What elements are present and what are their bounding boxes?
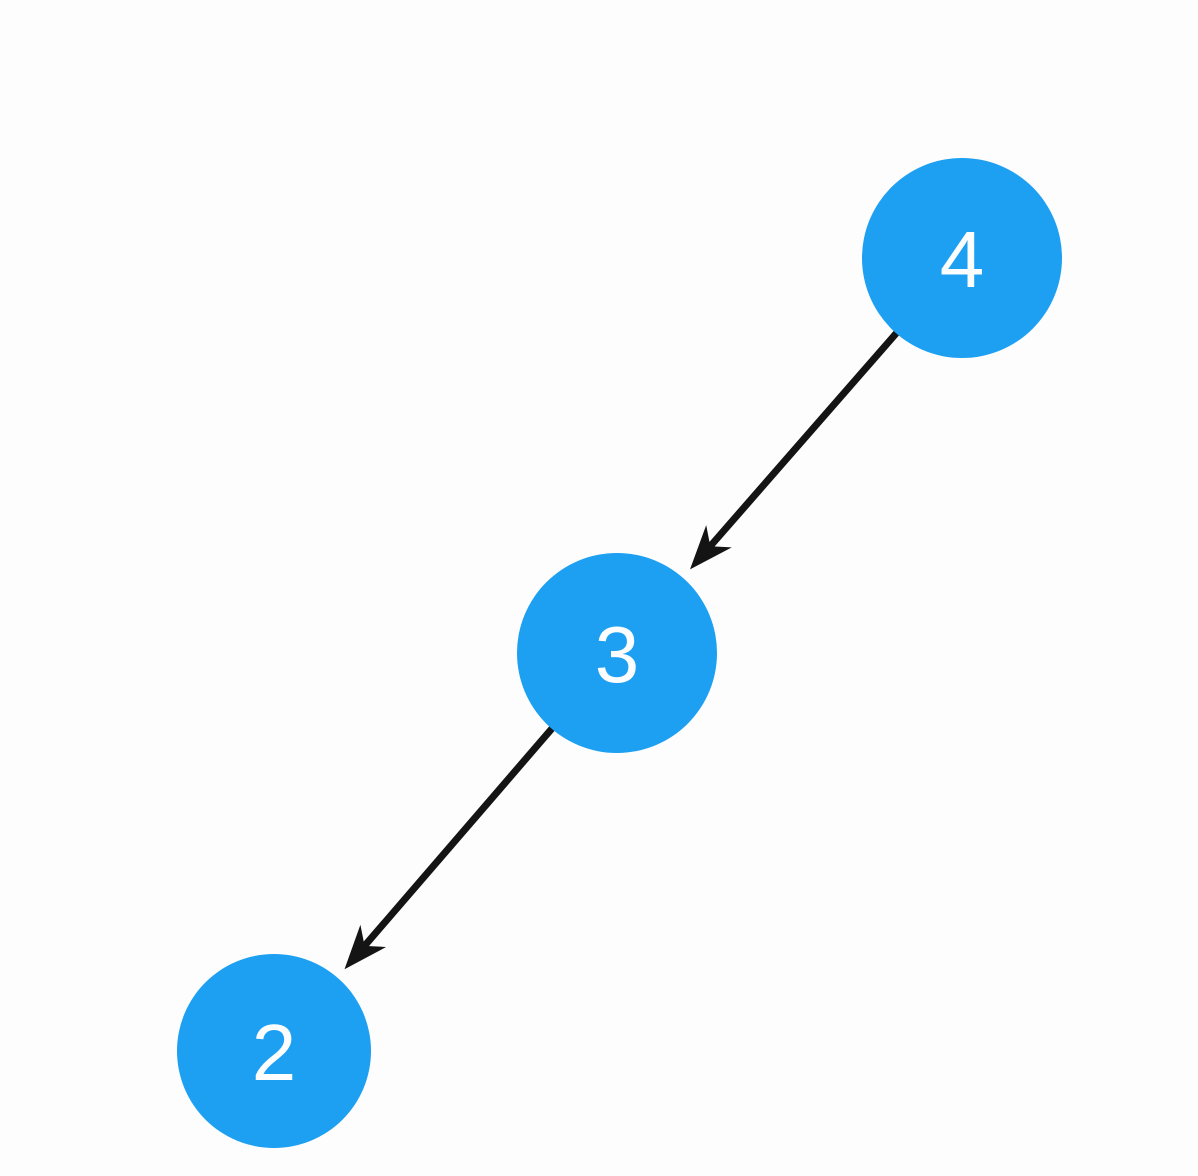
node-label: 4: [940, 215, 985, 304]
arrowhead-icon: [344, 924, 387, 970]
arrowhead-icon: [690, 525, 732, 570]
tree-node: 3: [517, 553, 717, 753]
node-circle: [862, 158, 1062, 358]
node-circle: [517, 553, 717, 753]
node-circle: [177, 954, 371, 1148]
node-label: 2: [252, 1008, 297, 1097]
node-label: 3: [595, 610, 640, 699]
edge-line: [358, 725, 556, 953]
tree-node: 4: [862, 158, 1062, 358]
tree-node: 2: [177, 954, 371, 1148]
edge-line: [703, 329, 900, 553]
edge-arrow: [690, 329, 900, 570]
edge-arrow: [344, 725, 556, 970]
